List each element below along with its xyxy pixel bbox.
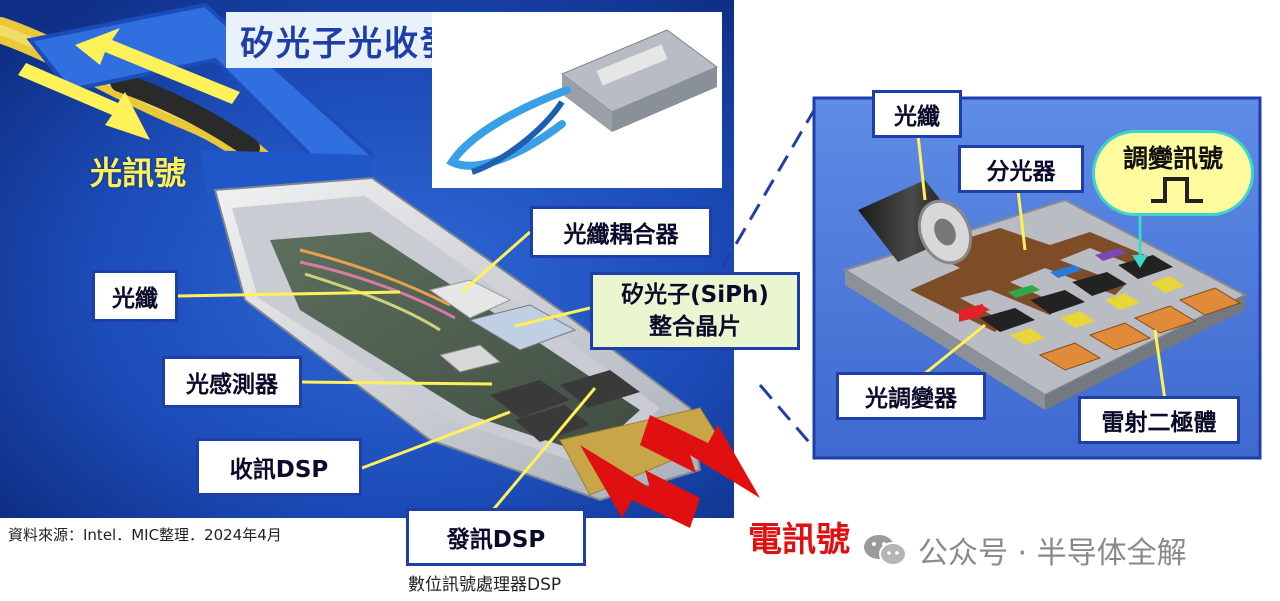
label-photodetector: 光感測器 xyxy=(162,356,302,408)
dsp-caption: 數位訊號處理器DSP xyxy=(408,575,562,595)
label-siph-chip-line2: 整合晶片 xyxy=(649,314,741,340)
optical-signal-label: 光訊號 xyxy=(90,154,187,192)
modulated-signal-bubble: 調變訊號 xyxy=(1092,130,1254,216)
square-pulse-icon xyxy=(1151,177,1203,203)
label-rx-dsp: 收訊DSP xyxy=(196,438,362,496)
watermark-text: 公众号 · 半导体全解 xyxy=(918,536,1187,571)
label-splitter: 分光器 xyxy=(958,145,1084,193)
label-right-fiber: 光纖 xyxy=(872,90,962,138)
transceiver-housing-graphic xyxy=(213,176,721,502)
transceiver-photo-icon xyxy=(432,12,722,188)
wechat-icon xyxy=(862,532,908,568)
fiber-cylinder-graphic xyxy=(858,180,973,265)
label-laser-diode: 雷射二極體 xyxy=(1078,396,1240,444)
label-fiber-coupler: 光纖耦合器 xyxy=(530,206,712,258)
label-modulator: 光調變器 xyxy=(836,372,986,420)
source-note: 資料來源：Intel．MIC整理．2024年4月 xyxy=(8,526,282,544)
electrical-signal-arrows xyxy=(580,415,760,528)
label-modulated-signal: 調變訊號 xyxy=(1122,144,1223,173)
optical-signal-arrows xyxy=(18,28,240,140)
bubble-arrowhead xyxy=(1132,255,1148,268)
label-tx-dsp: 發訊DSP xyxy=(406,508,586,566)
label-siph-chip: 矽光子(SiPh) 整合晶片 xyxy=(590,272,800,350)
label-fiber: 光纖 xyxy=(92,270,178,322)
label-siph-chip-line1: 矽光子(SiPh) xyxy=(621,282,769,308)
zoom-line-bottom xyxy=(758,384,822,456)
zoom-line-top xyxy=(720,99,822,269)
callout-lines xyxy=(177,134,1167,511)
electrical-signal-label: 電訊號 xyxy=(748,520,850,560)
watermark: 公众号 · 半导体全解 xyxy=(862,528,1187,572)
product-photo xyxy=(432,12,722,188)
